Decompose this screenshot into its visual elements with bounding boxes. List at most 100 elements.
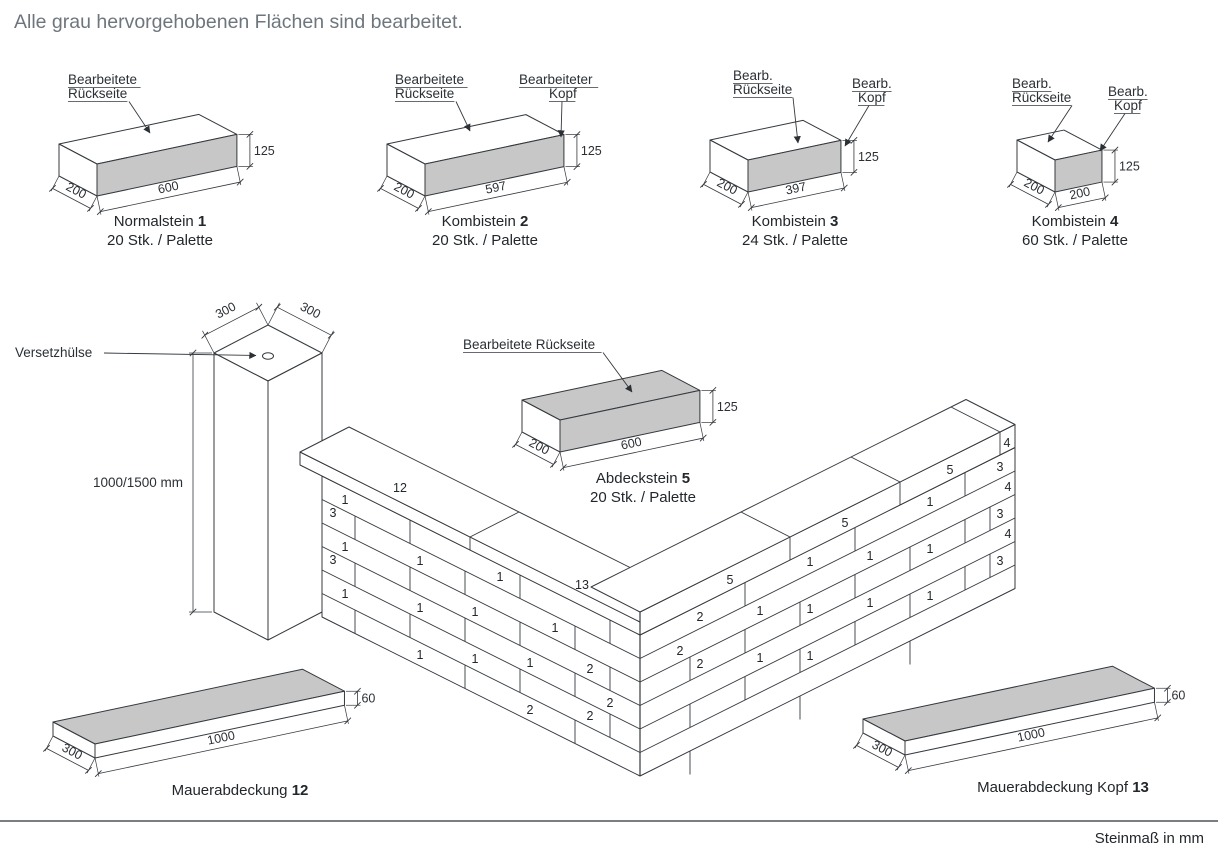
wall-stone-label: 3	[330, 553, 337, 567]
corner-column: 300 300 Versetzhülse 1000/1500 mm	[15, 299, 335, 641]
course-line	[321, 522, 641, 683]
wall-stone-label: 1	[417, 648, 424, 662]
wall-stone-label: 1	[807, 649, 814, 663]
dim-tick	[48, 184, 56, 192]
machined-face-label: Rückseite	[1012, 90, 1071, 105]
machined-face-label: Bearb.	[733, 68, 773, 83]
wall-stone-label: 1	[927, 589, 934, 603]
dim-tick	[747, 204, 755, 212]
leader-line	[844, 105, 870, 147]
dim-line	[856, 745, 899, 768]
coping-joint	[950, 406, 1001, 433]
wall-stone-label: 2	[697, 610, 704, 624]
wall-stone-label: 1	[497, 570, 504, 584]
machined-face-label: Bearb.	[1012, 76, 1052, 91]
stone-caption: Kombistein 2	[442, 213, 529, 230]
column-height-dim: 1000/1500 mm	[93, 475, 183, 490]
coping-joint	[850, 456, 901, 483]
column-left-face	[213, 352, 269, 641]
dim-tick	[246, 162, 254, 170]
course-line	[321, 499, 641, 659]
dim-tick	[699, 180, 707, 188]
wall-stone-label: 4	[1005, 480, 1012, 494]
height-dim: 125	[581, 144, 602, 158]
stone-palette: 24 Stk. / Palette	[742, 232, 848, 249]
ext-line	[202, 330, 215, 354]
column-depth-dim: 300	[298, 299, 323, 321]
dim-tick	[353, 687, 361, 695]
dim-tick	[840, 184, 848, 192]
coping-joint	[740, 511, 791, 538]
dim-tick	[84, 766, 92, 774]
length-dim: 200	[1068, 184, 1091, 202]
wall-stone-label: 5	[842, 516, 849, 530]
wall-stone-label: 4	[1005, 527, 1012, 541]
stone-end-face	[709, 139, 749, 193]
wall-stone-label: 1	[342, 587, 349, 601]
dim-tick	[737, 200, 745, 208]
dim-tick	[709, 386, 717, 394]
wall-stone-label: 1	[417, 601, 424, 615]
stone-end-face	[521, 399, 561, 453]
length-dim: 397	[784, 180, 807, 198]
footer-note: Steinmaß in mm	[1095, 830, 1204, 847]
stone-caption: Mauerabdeckung 12	[172, 782, 309, 799]
wall-stone-label: 1	[757, 604, 764, 618]
wall-stone-label: 1	[807, 602, 814, 616]
wall-stone-label: 2	[527, 703, 534, 717]
dim-tick	[1163, 698, 1171, 706]
stone-end-face	[386, 143, 426, 197]
dim-tick	[699, 434, 707, 442]
leader-line	[103, 351, 257, 359]
dim-tick	[894, 763, 902, 771]
dim-tick	[189, 608, 197, 616]
dim-line	[908, 717, 1158, 772]
dim-tick	[852, 741, 860, 749]
machined-face-label: Bearb.	[1108, 84, 1148, 99]
dim-tick	[273, 303, 281, 311]
wall-stone-label: 3	[997, 507, 1004, 521]
dim-tick	[1101, 194, 1109, 202]
dim-tick	[1163, 684, 1171, 692]
dim-tick	[559, 464, 567, 472]
course-line	[321, 593, 641, 753]
wall-stone-label: 1	[867, 596, 874, 610]
wall-stone-label: 1	[342, 540, 349, 554]
machined-face-label: Rückseite	[733, 82, 792, 97]
machined-face-label: Rückseite	[395, 86, 454, 101]
dim-tick	[86, 204, 94, 212]
length-dim: 1000	[206, 728, 236, 747]
dim-tick	[904, 767, 912, 775]
dim-tick	[1111, 146, 1119, 154]
dim-tick	[549, 460, 557, 468]
stone-palette: 20 Stk. / Palette	[590, 489, 696, 506]
wall-stone-label: 2	[697, 657, 704, 671]
machined-face-label: Kopf	[1114, 98, 1142, 113]
wall-stone-label: 2	[607, 696, 614, 710]
wall-stone-label: 1	[417, 554, 424, 568]
wall-stone-label: 1	[342, 493, 349, 507]
dim-line	[204, 306, 259, 336]
machined-face-label: Kopf	[549, 86, 577, 101]
dim-tick	[94, 770, 102, 778]
machined-face-label: Bearbeitete	[68, 72, 137, 87]
dim-line	[428, 181, 568, 213]
dim-tick	[573, 131, 581, 139]
dim-line	[1010, 184, 1049, 205]
dim-tick	[42, 744, 50, 752]
stone-caption: Abdeckstein 5	[596, 470, 690, 487]
dim-tick	[376, 184, 384, 192]
dim-tick	[344, 717, 352, 725]
stone-caption: Kombistein 3	[752, 213, 839, 230]
wall-stone-label: 3	[997, 554, 1004, 568]
height-dim: 125	[1119, 160, 1140, 174]
height-dim: 125	[858, 150, 879, 164]
stone-caption: Kombistein 4	[1032, 213, 1119, 230]
length-dim: 1000	[1016, 725, 1046, 744]
